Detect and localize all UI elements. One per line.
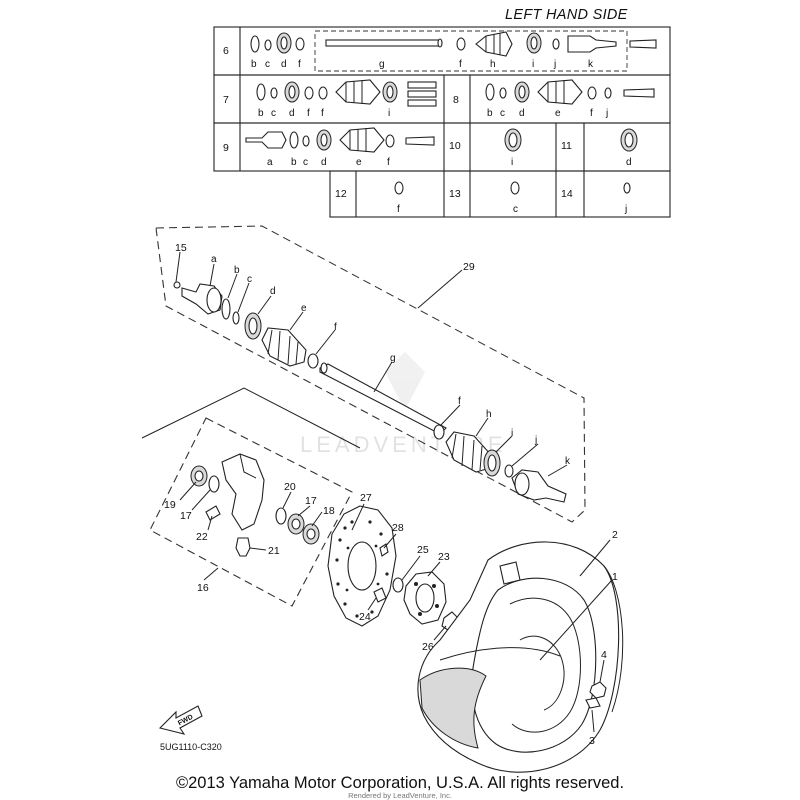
row-7-letter-b: b xyxy=(258,108,264,119)
callout-22: 22 xyxy=(196,531,208,543)
row-7-letter-d: d xyxy=(289,108,295,119)
row-id-10: 10 xyxy=(449,140,461,152)
callout-18: 18 xyxy=(323,505,335,517)
row-6-letter-f: f xyxy=(298,59,301,70)
row-7-letter-i: i xyxy=(388,108,390,119)
callout-k: k xyxy=(565,456,571,467)
assembly-boundary xyxy=(141,387,361,449)
driveshaft-leaders xyxy=(175,251,568,477)
row-8-letter-e: e xyxy=(555,108,561,119)
row-6-letter-i: i xyxy=(532,59,534,70)
copyright-notice: ©2013 Yamaha Motor Corporation, U.S.A. A… xyxy=(175,774,625,792)
row-9-letter-b: b xyxy=(291,157,297,168)
row-6-letter-f2: f xyxy=(459,59,462,70)
row-6-letter-d: d xyxy=(281,59,287,70)
brake-disc xyxy=(327,505,397,627)
callout-25: 25 xyxy=(417,544,429,556)
callout-f2: f xyxy=(458,396,461,407)
wheel-tire xyxy=(417,541,624,773)
row-id-12: 12 xyxy=(335,188,347,200)
knuckle-parts xyxy=(190,453,320,557)
row-10-letter-i: i xyxy=(511,157,513,168)
row-6-letter-c: c xyxy=(265,59,270,70)
callout-d: d xyxy=(270,286,276,297)
callout-19: 19 xyxy=(164,499,176,511)
row-8-parts xyxy=(485,79,655,105)
row-13-letter-c: c xyxy=(513,204,518,215)
row-8-letter-d: d xyxy=(519,108,525,119)
callout-16: 16 xyxy=(197,582,209,594)
callout-24: 24 xyxy=(359,611,371,623)
row-id-14: 14 xyxy=(561,188,573,200)
row-6-letter-j: j xyxy=(553,59,556,70)
kit-table xyxy=(213,26,671,218)
left-hand-side-title: LEFT HAND SIDE xyxy=(505,7,628,23)
callout-21: 21 xyxy=(268,545,280,557)
row-id-9: 9 xyxy=(223,142,229,154)
single-part-cells xyxy=(394,128,638,195)
row-8-letter-f: f xyxy=(590,108,593,119)
row-id-11: 11 xyxy=(561,140,572,152)
row-6-letter-h: h xyxy=(490,59,496,70)
row-9-letter-c: c xyxy=(303,157,308,168)
callout-28: 28 xyxy=(392,522,404,534)
callout-e: e xyxy=(301,303,307,314)
fwd-arrow-icon: FWD xyxy=(158,705,203,735)
row-8-letter-c: c xyxy=(500,108,505,119)
row-14-letter-j: j xyxy=(624,204,627,215)
row-9-letter-f: f xyxy=(387,157,390,168)
callout-2: 2 xyxy=(612,529,618,541)
row-id-13: 13 xyxy=(449,188,461,200)
callout-3: 3 xyxy=(589,735,595,747)
callout-23: 23 xyxy=(438,551,450,563)
row-9-letter-a: a xyxy=(267,157,273,168)
row-9-letter-e: e xyxy=(356,157,362,168)
row-7-parts xyxy=(256,79,437,107)
callout-1: 1 xyxy=(612,571,618,583)
row-6-letter-g: g xyxy=(379,59,385,70)
rendered-by-note: Rendered by LeadVenture, Inc. xyxy=(348,791,452,800)
knuckle-leaders xyxy=(179,481,323,581)
row-9-letter-d: d xyxy=(321,157,327,168)
row-id-8: 8 xyxy=(453,94,459,106)
callout-a: a xyxy=(211,254,217,265)
row-8-letter-b: b xyxy=(487,108,493,119)
callout-29: 29 xyxy=(463,261,475,273)
callout-i: i xyxy=(511,428,513,439)
callout-b: b xyxy=(234,265,240,276)
callout-g: g xyxy=(390,353,396,364)
row-8-letter-j: j xyxy=(605,108,608,119)
callout-c: c xyxy=(247,274,252,285)
row-7-letter-f2: f xyxy=(321,108,324,119)
callout-20: 20 xyxy=(284,481,296,493)
callout-15: 15 xyxy=(175,242,187,254)
knuckle-group-outline xyxy=(149,417,353,607)
row-id-7: 7 xyxy=(223,94,229,106)
row-6-letter-b: b xyxy=(251,59,257,70)
row-7-letter-c: c xyxy=(271,108,276,119)
callout-j: j xyxy=(534,435,537,446)
row-6-letter-k: k xyxy=(588,59,594,70)
figure-code: 5UG1110-C320 xyxy=(160,742,222,752)
callout-h: h xyxy=(486,409,492,420)
row-9-parts xyxy=(245,127,435,153)
driveshaft-group-outline xyxy=(155,225,586,523)
callout-17a: 17 xyxy=(180,510,192,522)
callout-4: 4 xyxy=(601,649,607,661)
callout-27: 27 xyxy=(360,492,372,504)
callout-26: 26 xyxy=(422,641,434,653)
callout-17b: 17 xyxy=(305,495,317,507)
row-11-letter-d: d xyxy=(626,157,632,168)
row-7-letter-f: f xyxy=(307,108,310,119)
callout-f: f xyxy=(334,322,337,333)
wheel-leaders xyxy=(539,539,613,733)
driveshaft-parts xyxy=(173,281,567,503)
row-6-parts xyxy=(250,31,657,57)
row-12-letter-f: f xyxy=(397,204,400,215)
row-id-6: 6 xyxy=(223,45,229,57)
